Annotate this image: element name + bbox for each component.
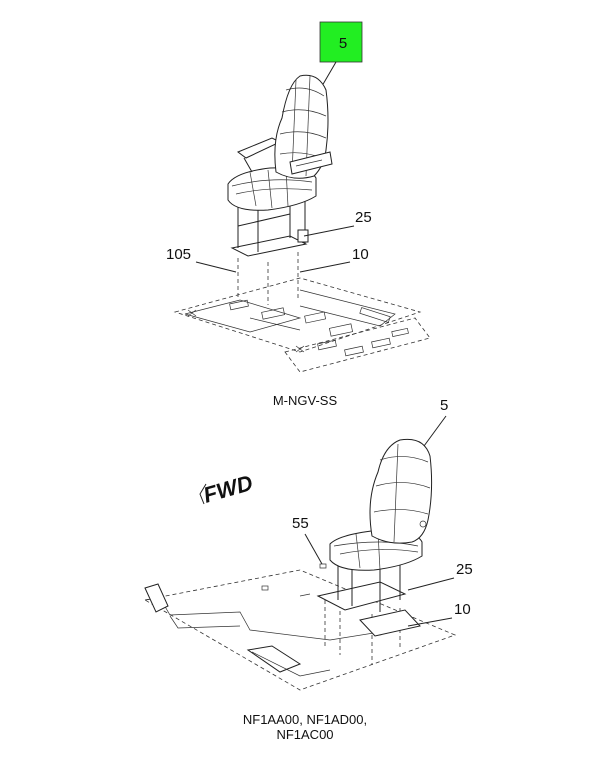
fwd-direction-indicator: FWD <box>199 470 256 508</box>
fwd-label: FWD <box>200 470 255 508</box>
bottom-assembly: FWD <box>143 397 473 742</box>
armrest-top <box>236 137 282 173</box>
callout-bottom-55[interactable]: 55 <box>292 515 309 532</box>
callout-top-25[interactable]: 25 <box>355 209 372 226</box>
floor-panel-top <box>173 277 431 373</box>
seat-back-bottom <box>369 438 433 544</box>
caption-bottom-models-line2: NF1AC00 <box>276 727 333 742</box>
caption-top-model: M-NGV-SS <box>273 393 338 408</box>
callout-bottom-25[interactable]: 25 <box>456 561 473 578</box>
caption-bottom-models-line1: NF1AA00, NF1AD00, <box>243 712 367 727</box>
callout-bottom-10[interactable]: 10 <box>454 601 471 618</box>
seat-riser-bottom <box>316 556 421 637</box>
highlight-box-part-5[interactable] <box>319 21 363 63</box>
bolt-icon <box>319 563 327 569</box>
callout-top-10[interactable]: 10 <box>352 246 369 263</box>
callout-bottom-5[interactable]: 5 <box>440 397 448 414</box>
seat-back-top <box>274 74 333 179</box>
fwd-arrow-icon <box>199 483 207 505</box>
callout-top-105[interactable]: 105 <box>166 246 191 263</box>
seat-riser-top <box>230 198 309 257</box>
floor-panel-bottom <box>143 569 457 691</box>
callout-top-5[interactable]: 5 <box>339 35 347 52</box>
top-assembly: 5 <box>166 21 431 408</box>
